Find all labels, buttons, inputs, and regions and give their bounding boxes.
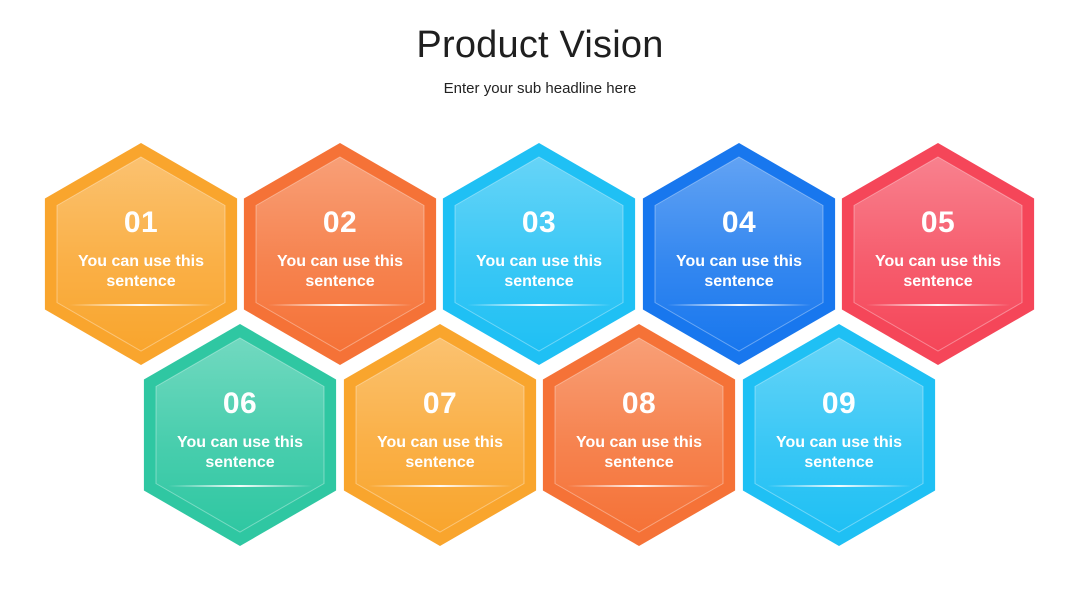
hexagon-inner-06	[155, 337, 325, 533]
hexagon-05	[841, 143, 1035, 365]
hexagon-inner-07	[355, 337, 525, 533]
hexagon-underline-07	[368, 485, 512, 487]
hexagon-underline-09	[767, 485, 911, 487]
hexagon-underline-08	[567, 485, 711, 487]
hexagon-04	[642, 143, 836, 365]
hexagon-inner-04	[654, 156, 824, 352]
hexagon-03	[442, 143, 636, 365]
hexagon-inner-08	[554, 337, 724, 533]
hexagon-01	[44, 143, 238, 365]
hexagon-inner-01	[56, 156, 226, 352]
hexagon-underline-04	[667, 304, 811, 306]
page-title: Product Vision	[416, 24, 664, 66]
hexagon-08	[542, 324, 736, 546]
hexagon-underline-05	[866, 304, 1010, 306]
hexagon-underline-02	[268, 304, 412, 306]
hexagon-inner-02	[255, 156, 425, 352]
hexagon-underline-06	[168, 485, 312, 487]
hexagon-02	[243, 143, 437, 365]
hexagon-inner-05	[853, 156, 1023, 352]
hexagon-06	[143, 324, 337, 546]
hexagon-09	[742, 324, 936, 546]
page-subtitle: Enter your sub headline here	[443, 80, 637, 97]
hexagon-inner-09	[754, 337, 924, 533]
hexagon-inner-03	[454, 156, 624, 352]
hexagon-underline-01	[69, 304, 213, 306]
hexagon-07	[343, 324, 537, 546]
hexagon-underline-03	[467, 304, 611, 306]
